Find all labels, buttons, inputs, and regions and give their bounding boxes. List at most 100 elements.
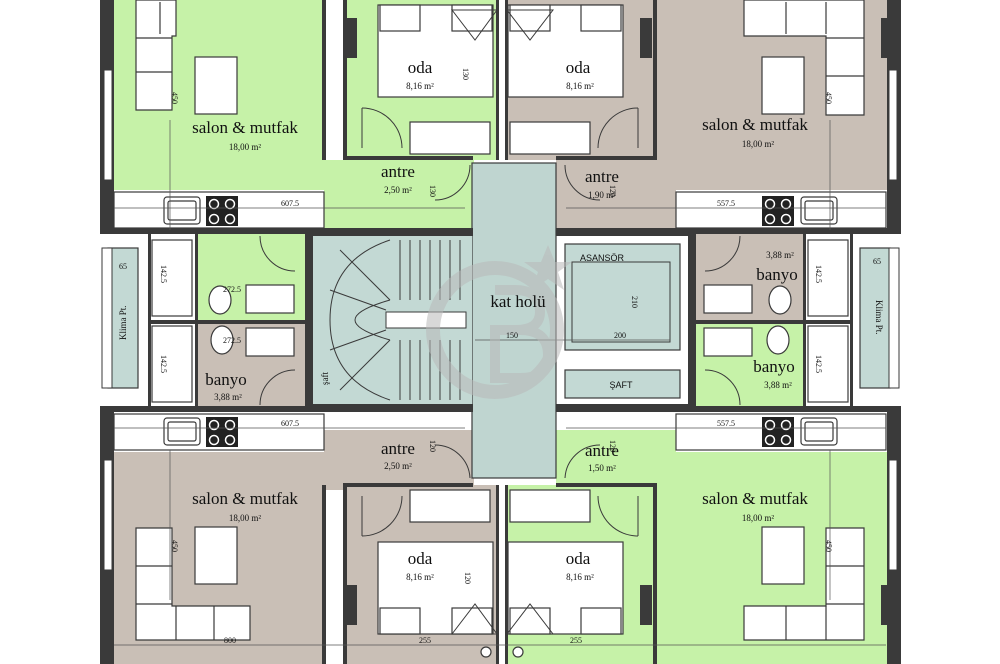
antre-bl-fill [324, 430, 474, 490]
dim-607-top: 607.5 [281, 199, 299, 208]
antre-bl-name: antre [381, 439, 415, 458]
klima-l-label: Klima Pt. [118, 305, 128, 340]
dim-1425d: 142.5 [814, 355, 823, 373]
salon-tr-name: salon & mutfak [702, 115, 808, 134]
dim-450a: 450 [170, 92, 179, 104]
oda-tr-name: oda [566, 58, 591, 77]
dimension-lines [114, 120, 886, 646]
watermark-logo [426, 245, 572, 399]
dim-450b: 450 [824, 92, 833, 104]
dim-255b: 255 [570, 636, 582, 645]
antre-br-area: 1,50 m² [588, 463, 616, 473]
vanity-icon [245, 284, 295, 314]
banyo-r-bot-name: banyo [753, 357, 795, 376]
vanity-icon [703, 327, 753, 357]
banyo-r-top-name: banyo [756, 265, 798, 284]
dim-200: 200 [614, 331, 626, 340]
salon-tr-area: 18,00 m² [742, 139, 775, 149]
shaft-core [564, 369, 681, 399]
dim-1425a: 142.5 [159, 265, 168, 283]
windows [101, 69, 900, 571]
toilet-icon [766, 325, 790, 355]
antre-tr-name: antre [585, 167, 619, 186]
dim-450c: 450 [170, 540, 179, 552]
oda-bl-name: oda [408, 549, 433, 568]
walls [100, 0, 901, 664]
dim-1425c: 142.5 [814, 265, 823, 283]
sofa-icon [135, 527, 251, 641]
asansor-label: ASANSÖR [580, 253, 625, 263]
dim-450d: 450 [824, 540, 833, 552]
oda-tl-name: oda [408, 58, 433, 77]
antre-tl-fill [324, 160, 474, 230]
salon-bl-name: salon & mutfak [192, 489, 298, 508]
door-swings [259, 9, 741, 635]
toilet-icon [210, 325, 234, 355]
dim-255a: 255 [419, 636, 431, 645]
banyo-l-name: banyo [205, 370, 247, 389]
wardrobe-icon [509, 121, 591, 155]
elevator-inner [571, 261, 671, 343]
coffee-table-icon [194, 56, 238, 115]
dim-120b: 120 [428, 440, 437, 452]
oda-bl-area: 8,16 m² [406, 572, 434, 582]
salon-bl-area: 18,00 m² [229, 513, 262, 523]
salon-tl-area: 18,00 m² [229, 142, 262, 152]
coffee-table-icon [761, 526, 805, 585]
oda-tl-area: 8,16 m² [406, 81, 434, 91]
dim-130a: 130 [461, 68, 470, 80]
vanity-icon [245, 327, 295, 357]
labels: salon & mutfak 18,00 m² salon & mutfak 1… [118, 58, 884, 645]
dim-2725b: 272.5 [223, 336, 241, 345]
wardrobe-icon [409, 489, 491, 523]
salon-tl-name: salon & mutfak [192, 118, 298, 137]
coffee-table-icon [761, 56, 805, 115]
vanity-icon [703, 284, 753, 314]
dim-120c: 120 [608, 440, 617, 452]
dim-800: 800 [224, 636, 236, 645]
dim-557-bot: 557.5 [717, 419, 735, 428]
wardrobe-icon [509, 489, 591, 523]
bottom-sockets [480, 646, 524, 658]
antre-br-name: antre [585, 441, 619, 460]
dim-120a: 120 [608, 185, 617, 197]
banyo-l-area: 3,88 m² [214, 392, 242, 402]
saft-core-label: ŞAFT [609, 380, 633, 390]
salon-br-name: salon & mutfak [702, 489, 808, 508]
oda-br-name: oda [566, 549, 591, 568]
dim-150: 150 [506, 331, 518, 340]
antre-tl-area: 2,50 m² [384, 185, 412, 195]
dim-65a: 65 [119, 262, 127, 271]
furniture [135, 0, 865, 641]
banyo-r-bot-area: 3,88 m² [764, 380, 792, 390]
burners [208, 198, 792, 446]
antre-tl-name: antre [381, 162, 415, 181]
klima-l-fill [107, 247, 139, 389]
saft-stair-label: şaft [320, 372, 330, 385]
dim-210: 210 [630, 296, 639, 308]
sofa-icon [743, 0, 865, 116]
dim-1425b: 142.5 [159, 355, 168, 373]
dim-65b: 65 [873, 257, 881, 266]
sofa-icon [135, 0, 177, 111]
oda-tr-area: 8,16 m² [566, 81, 594, 91]
dim-607-bot: 607.5 [281, 419, 299, 428]
wardrobe-icon [409, 121, 491, 155]
antre-tr-area: 1,90 m² [588, 190, 616, 200]
dim-2725a: 272.5 [223, 285, 241, 294]
dim-120d: 120 [463, 572, 472, 584]
coffee-table-icon [194, 526, 238, 585]
toilet-icon [768, 285, 792, 315]
oda-br-area: 8,16 m² [566, 572, 594, 582]
banyo-r-top-area: 3,88 m² [766, 250, 794, 260]
salon-br-area: 18,00 m² [742, 513, 775, 523]
toilet-icon [208, 285, 232, 315]
kat-holu-label: kat holü [490, 292, 546, 311]
klima-r-label: Klima Pt. [874, 300, 884, 335]
antre-bl-area: 2,50 m² [384, 461, 412, 471]
sofa-icon [743, 527, 865, 641]
dim-557-top: 557.5 [717, 199, 735, 208]
dim-130b: 130 [428, 185, 437, 197]
elevator [564, 243, 681, 399]
